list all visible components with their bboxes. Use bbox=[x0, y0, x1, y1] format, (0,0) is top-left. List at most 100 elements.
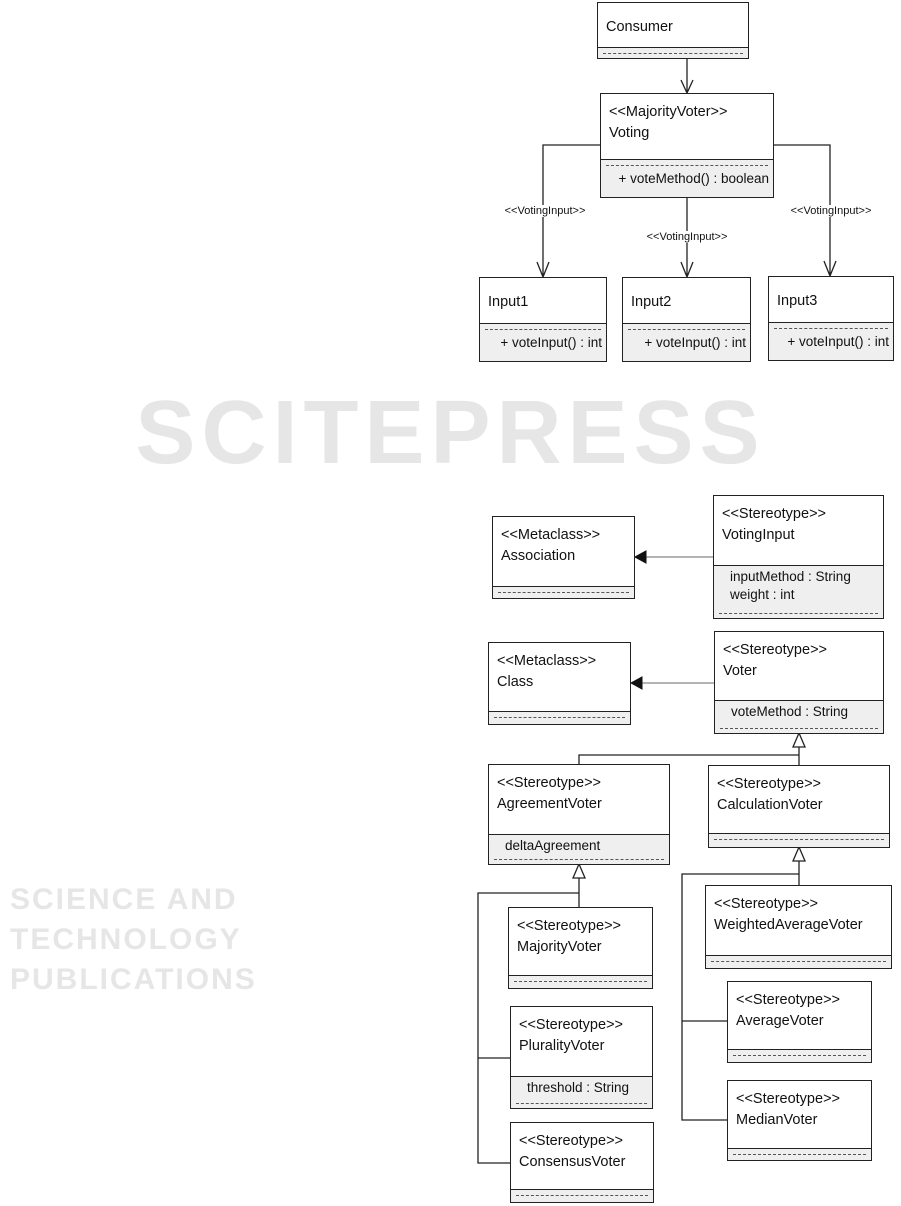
class-stereotype: <<Stereotype>> bbox=[722, 506, 826, 522]
class-member: threshold : String bbox=[527, 1080, 630, 1095]
class-member: weight : int bbox=[730, 587, 795, 602]
class-compartment bbox=[709, 834, 889, 847]
class-compartment: voteMethod : String bbox=[715, 701, 883, 733]
class-stereotype: <<Stereotype>> bbox=[517, 918, 621, 934]
association-label-input2: <<VotingInput>> bbox=[645, 231, 729, 243]
class-name: AgreementVoter bbox=[497, 796, 602, 812]
class-name: Consumer bbox=[606, 19, 673, 35]
class-compartment: + voteInput() : int bbox=[480, 324, 606, 361]
class-member: + voteInput() : int bbox=[644, 335, 746, 350]
class-name: Voter bbox=[723, 663, 757, 679]
class-header: <<Stereotype>> WeightedAverageVoter bbox=[706, 886, 891, 956]
class-name: WeightedAverageVoter bbox=[714, 917, 863, 933]
class-name: Voting bbox=[609, 125, 650, 141]
class-box-voting[interactable]: <<MajorityVoter>>Voting+ voteMethod() : … bbox=[600, 93, 774, 198]
class-header: <<Stereotype>>MajorityVoter bbox=[509, 908, 652, 976]
class-compartment bbox=[493, 587, 634, 598]
class-box-pluralityvoter[interactable]: <<Stereotype>>PluralityVoter threshold : … bbox=[510, 1006, 653, 1109]
class-stereotype: <<Stereotype>> bbox=[519, 1017, 623, 1033]
class-box-medianvoter[interactable]: <<Stereotype>> MedianVoter bbox=[727, 1080, 872, 1161]
class-member: + voteInput() : int bbox=[787, 334, 889, 349]
compartment-divider bbox=[516, 1103, 647, 1104]
class-compartment bbox=[509, 976, 652, 988]
class-stereotype: <<Stereotype>> bbox=[519, 1133, 623, 1149]
class-header: Input3 bbox=[769, 277, 893, 323]
class-member: voteMethod : String bbox=[731, 704, 849, 719]
generalization-triangle-icon bbox=[792, 845, 806, 862]
class-header: <<Stereotype>>PluralityVoter bbox=[511, 1007, 652, 1077]
class-compartment bbox=[489, 712, 630, 724]
class-box-votinginput[interactable]: <<Stereotype>> VotingInput inputMethod : S… bbox=[713, 495, 884, 619]
generalization-triangle-icon bbox=[792, 731, 806, 748]
class-member: + voteInput() : int bbox=[500, 335, 602, 350]
class-stereotype: <<Metaclass>> bbox=[501, 527, 601, 543]
class-name: Input3 bbox=[777, 293, 818, 309]
class-header: Input1 bbox=[480, 278, 606, 324]
compartment-divider bbox=[719, 613, 878, 614]
class-header: <<Stereotype>>CalculationVoter bbox=[709, 766, 889, 834]
class-stereotype: <<Stereotype>> bbox=[497, 775, 601, 791]
class-header: <<Stereotype>> ConsensusVoter bbox=[511, 1123, 653, 1190]
calculationvoter-generalization bbox=[681, 861, 800, 1121]
class-compartment bbox=[511, 1190, 653, 1202]
class-box-majorityvoter[interactable]: <<Stereotype>>MajorityVoter bbox=[508, 907, 653, 989]
class-stereotype: <<Stereotype>> bbox=[736, 1091, 840, 1107]
class-header: <<MajorityVoter>>Voting bbox=[601, 94, 773, 160]
compartment-divider bbox=[714, 839, 884, 840]
class-name: Association bbox=[501, 548, 576, 564]
class-box-weightedaveragevoter[interactable]: <<Stereotype>> WeightedAverageVoter bbox=[705, 885, 892, 969]
class-box-consensusvoter[interactable]: <<Stereotype>> ConsensusVoter bbox=[510, 1122, 654, 1203]
class-name: VotingInput bbox=[722, 527, 795, 543]
class-compartment: + voteMethod() : boolean bbox=[601, 160, 773, 197]
class-box-association[interactable]: <<Metaclass>> Association bbox=[492, 516, 635, 599]
watermark-title: SCITEPRESS bbox=[135, 383, 766, 483]
class-header: <<Stereotype>> Voter bbox=[715, 632, 883, 701]
class-box-input3[interactable]: Input3 + voteInput() : int bbox=[768, 276, 894, 361]
class-box-input1[interactable]: Input1 + voteInput() : int bbox=[479, 277, 607, 362]
class-member: inputMethod : String bbox=[730, 569, 851, 584]
voter-generalization bbox=[578, 747, 800, 765]
compartment-divider bbox=[720, 728, 878, 729]
compartment-divider bbox=[711, 961, 886, 962]
class-name: Input2 bbox=[631, 294, 672, 310]
class-stereotype: <<Stereotype>> bbox=[714, 896, 818, 912]
compartment-divider bbox=[606, 165, 768, 166]
class-stereotype: <<Stereotype>> bbox=[736, 992, 840, 1008]
class-name: ConsensusVoter bbox=[519, 1154, 626, 1170]
agreementvoter-generalization bbox=[477, 878, 580, 1164]
compartment-divider bbox=[494, 859, 664, 860]
class-box-calculationvoter[interactable]: <<Stereotype>>CalculationVoter bbox=[708, 765, 890, 848]
class-header: <<Stereotype>> MedianVoter bbox=[728, 1081, 871, 1149]
class-name: AverageVoter bbox=[736, 1013, 824, 1029]
compartment-divider bbox=[514, 981, 647, 982]
class-header: <<Stereotype>> VotingInput bbox=[714, 496, 883, 566]
compartment-divider bbox=[498, 592, 629, 593]
class-compartment: + voteInput() : int bbox=[623, 324, 750, 361]
class-compartment: inputMethod : String weight : int bbox=[714, 566, 883, 618]
watermark-subtitle: SCIENCE AND TECHNOLOGY PUBLICATIONS bbox=[10, 883, 257, 996]
class-name: Class bbox=[497, 674, 534, 690]
class-box-input2[interactable]: Input2 + voteInput() : int bbox=[622, 277, 751, 362]
class-box-averagevoter[interactable]: <<Stereotype>> AverageVoter bbox=[727, 981, 872, 1063]
class-box-consumer[interactable]: Consumer bbox=[597, 2, 749, 59]
class-header: Consumer bbox=[598, 3, 748, 48]
class-name: MedianVoter bbox=[736, 1112, 818, 1128]
class-stereotype: <<Stereotype>> bbox=[723, 642, 827, 658]
compartment-divider bbox=[494, 717, 625, 718]
compartment-divider bbox=[485, 329, 601, 330]
class-header: <<Stereotype>> AgreementVoter bbox=[489, 765, 669, 835]
generalization-triangle-icon bbox=[572, 862, 586, 879]
class-compartment bbox=[706, 956, 891, 968]
consumer-to-voting-association bbox=[680, 58, 694, 95]
compartment-divider bbox=[603, 53, 743, 54]
association-label-input1: <<VotingInput>> bbox=[503, 205, 587, 217]
class-box-voter[interactable]: <<Stereotype>> Voter voteMethod : String bbox=[714, 631, 884, 734]
class-header: <<Metaclass>> Association bbox=[493, 517, 634, 587]
class-box-class[interactable]: <<Metaclass>> Class bbox=[488, 642, 631, 725]
class-header: Input2 bbox=[623, 278, 750, 324]
class-compartment: threshold : String bbox=[511, 1077, 652, 1108]
compartment-divider bbox=[733, 1055, 866, 1056]
class-stereotype: <<Metaclass>> bbox=[497, 653, 597, 669]
